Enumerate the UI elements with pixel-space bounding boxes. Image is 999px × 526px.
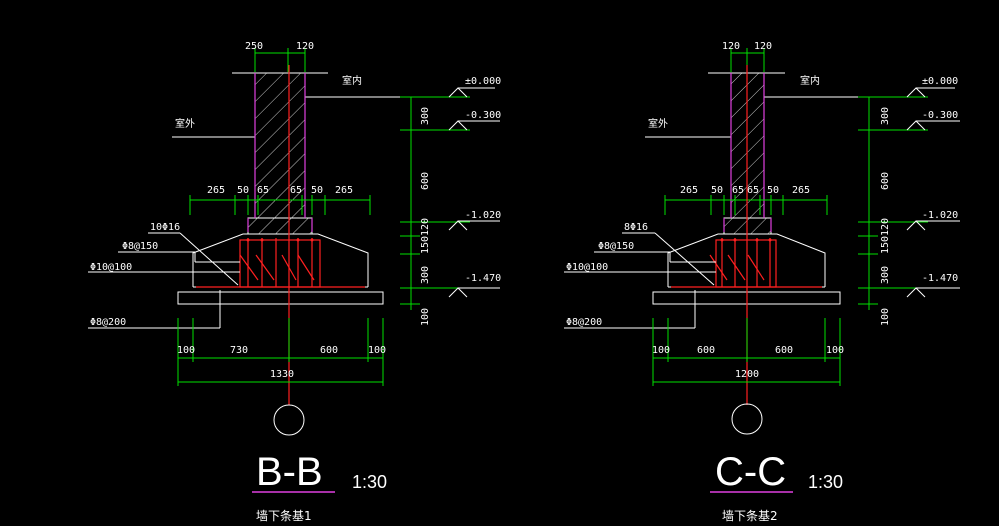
- mid-dim-2: 50: [237, 185, 249, 196]
- v-dim-2: 600: [880, 172, 891, 190]
- mid-dim-3: 65: [257, 185, 269, 196]
- cushion-layer: [177, 291, 384, 305]
- v-dim-2: 600: [420, 172, 431, 190]
- rebar-label-2: Φ8@150: [122, 241, 158, 252]
- rebar-label-4: Φ8@200: [90, 317, 126, 328]
- section-title: B-B: [256, 450, 323, 494]
- rebar-label-1: 10Φ16: [150, 222, 180, 233]
- bottom-dim-1: 100: [177, 345, 195, 356]
- section-scale: 1:30: [352, 472, 387, 492]
- v-dim-3: 120: [420, 218, 431, 236]
- rebar-label-4: Φ8@200: [566, 317, 602, 328]
- mid-dim-1: 265: [207, 185, 225, 196]
- bottom-dim-1: 100: [652, 345, 670, 356]
- mid-dim-5: 50: [767, 185, 779, 196]
- bottom-dim-4: 100: [368, 345, 386, 356]
- axis-bubble: [273, 404, 305, 436]
- mid-dim-3: 65: [732, 185, 744, 196]
- mid-dim-1: 265: [680, 185, 698, 196]
- bottom-dim-2: 730: [230, 345, 248, 356]
- section-caption: 墙下条基2: [722, 509, 778, 523]
- bottom-dim-4: 100: [826, 345, 844, 356]
- rebar-label-3: Φ10@100: [566, 262, 608, 273]
- wall-section: [254, 72, 306, 219]
- axis-bubble: [731, 403, 763, 435]
- v-dim-4: 150: [880, 236, 891, 254]
- bottom-dim-2: 600: [697, 345, 715, 356]
- total-dim: 1330: [270, 369, 294, 380]
- level-2: -0.300: [922, 110, 958, 121]
- level-3: -1.020: [922, 210, 958, 221]
- level-3: -1.020: [465, 210, 501, 221]
- top-dim-2: 120: [296, 41, 314, 52]
- section-title: C-C: [715, 450, 786, 494]
- rebar-label-1: 8Φ16: [624, 222, 648, 233]
- top-dim-2: 120: [754, 41, 772, 52]
- section-scale: 1:30: [808, 472, 843, 492]
- label-outside: 室外: [648, 117, 668, 130]
- top-dim-1: 120: [722, 41, 740, 52]
- label-outside: 室外: [175, 117, 195, 130]
- v-dim-1: 300: [880, 107, 891, 125]
- v-dim-1: 300: [420, 107, 431, 125]
- level-2: -0.300: [465, 110, 501, 121]
- level-1: ±0.000: [922, 76, 958, 87]
- rebar-label-3: Φ10@100: [90, 262, 132, 273]
- top-dim-1: 250: [245, 41, 263, 52]
- footing-outline: [192, 233, 369, 287]
- v-dim-6: 100: [880, 308, 891, 326]
- level-4: -1.470: [465, 273, 501, 284]
- bottom-dim-3: 600: [775, 345, 793, 356]
- label-inside: 室内: [342, 74, 362, 87]
- label-inside: 室内: [800, 74, 820, 87]
- bottom-dim-3: 600: [320, 345, 338, 356]
- v-dim-4: 150: [420, 236, 431, 254]
- v-dim-3: 120: [880, 218, 891, 236]
- total-dim: 1200: [735, 369, 759, 380]
- mid-dim-2: 50: [711, 185, 723, 196]
- section-bb: 250 120 室内 室外 265 50 65 65: [88, 41, 501, 523]
- mid-dim-4: 65: [747, 185, 759, 196]
- section-caption: 墙下条基1: [256, 509, 312, 523]
- mid-dim-6: 265: [335, 185, 353, 196]
- section-cc: 120 120 室内 室外 265 50 65 65 50 265: [564, 41, 960, 523]
- rebar-label-2: Φ8@150: [598, 241, 634, 252]
- v-dim-6: 100: [420, 308, 431, 326]
- v-dim-5: 300: [880, 266, 891, 284]
- mid-dim-4: 65: [290, 185, 302, 196]
- level-4: -1.470: [922, 273, 958, 284]
- level-1: ±0.000: [465, 76, 501, 87]
- v-dim-5: 300: [420, 266, 431, 284]
- mid-dim-6: 265: [792, 185, 810, 196]
- mid-dim-5: 50: [311, 185, 323, 196]
